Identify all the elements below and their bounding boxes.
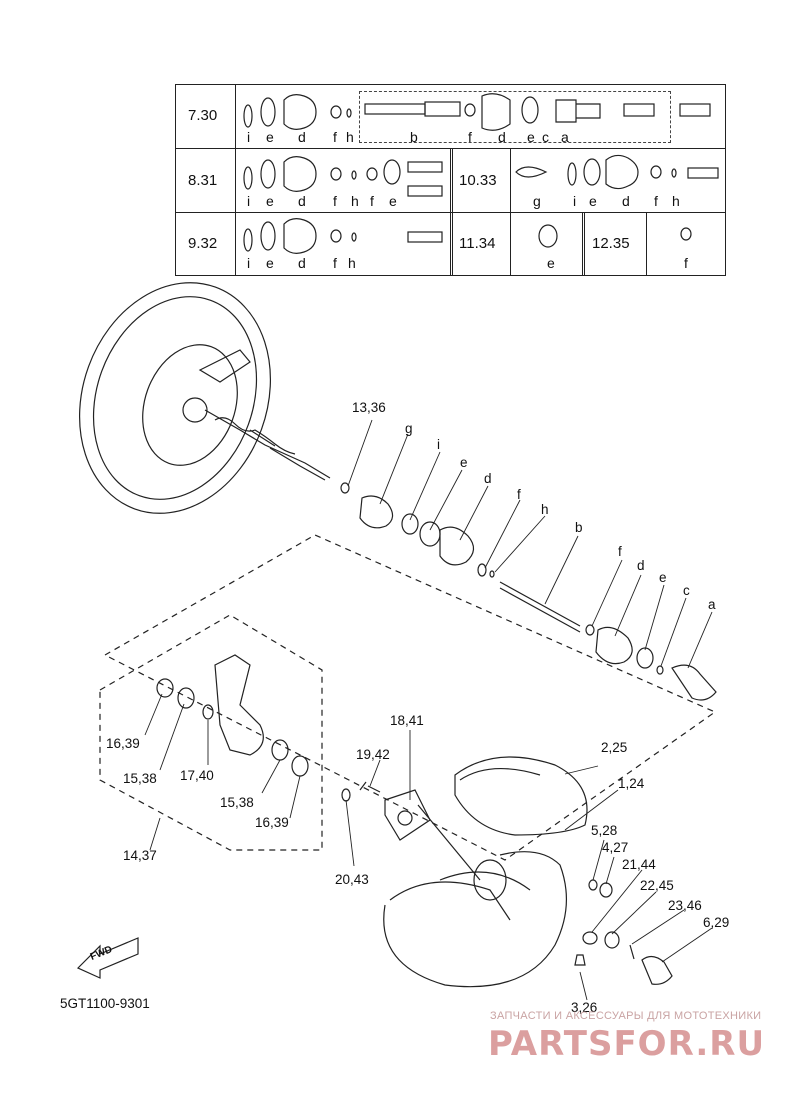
kit-ref-11-34: 11.34 (459, 235, 496, 252)
part-number: 5GT1100-9301 (60, 996, 150, 1011)
callout-23-46: 23,46 (668, 898, 702, 913)
callout-16-39-b: 16,39 (255, 815, 289, 830)
wheel-left (78, 282, 272, 514)
kit-table: 7.30 i e d f h b f d e c a 8.31 10.33 i … (175, 84, 726, 276)
callout-e-2: e (659, 570, 667, 585)
callout-e: e (460, 455, 468, 470)
watermark-tagline: ЗАПЧАСТИ И АКСЕССУАРЫ ДЛЯ МОТОТЕХНИКИ (490, 1010, 762, 1022)
callout-1-24: 1,24 (618, 776, 645, 791)
callout-19-42: 19,42 (356, 747, 390, 762)
kit-ref-7-30: 7.30 (188, 107, 218, 124)
kit-ref-8-31: 8.31 (188, 172, 218, 189)
callout-13-36: 13,36 (352, 400, 386, 415)
callout-21-44: 21,44 (622, 857, 656, 872)
callout-f: f (517, 487, 521, 502)
callout-17-40: 17,40 (180, 768, 214, 783)
callout-20-43: 20,43 (335, 872, 369, 887)
kit-ref-12-35: 12.35 (592, 235, 630, 252)
callout-18-41: 18,41 (390, 713, 424, 728)
knuckle (156, 654, 351, 802)
callout-d-2: d (637, 558, 645, 573)
callout-3-26: 3,26 (571, 1000, 598, 1015)
watermark-logo: PARTSFOR.RU (488, 1024, 766, 1064)
table-row: 7.30 i e d f h b f d e c a (176, 85, 725, 149)
table-row: 8.31 10.33 i e d f h f e g i e d f h (176, 149, 725, 213)
callout-14-37: 14,37 (123, 848, 157, 863)
callout-22-45: 22,45 (640, 878, 674, 893)
fasteners (582, 879, 673, 985)
callout-15-38-b: 15,38 (220, 795, 254, 810)
callout-d: d (484, 471, 492, 486)
kit-ref-9-32: 9.32 (188, 235, 218, 252)
callout-a: a (708, 597, 716, 612)
callout-g: g (405, 421, 413, 436)
wheel-front (383, 756, 588, 988)
callout-f-2: f (618, 544, 622, 559)
callout-15-38: 15,38 (123, 771, 157, 786)
callout-c: c (683, 583, 690, 598)
callout-16-39: 16,39 (106, 736, 140, 751)
leader-lines (144, 419, 713, 1001)
drive-shaft (204, 409, 717, 701)
callout-2-25: 2,25 (601, 740, 628, 755)
callout-h: h (541, 502, 549, 517)
kit-part-icons (243, 93, 719, 254)
hub (359, 781, 481, 881)
kit-dashed-group (359, 91, 671, 143)
table-row: 9.32 11.34 12.35 i e d f h e f (176, 213, 725, 275)
callout-i: i (437, 437, 440, 452)
callout-6-29: 6,29 (703, 915, 730, 930)
fwd-arrow-icon (76, 937, 139, 979)
callout-5-28: 5,28 (591, 823, 618, 838)
callout-b: b (575, 520, 583, 535)
callout-4-27: 4,27 (602, 840, 629, 855)
kit-ref-10-33: 10.33 (459, 172, 497, 189)
